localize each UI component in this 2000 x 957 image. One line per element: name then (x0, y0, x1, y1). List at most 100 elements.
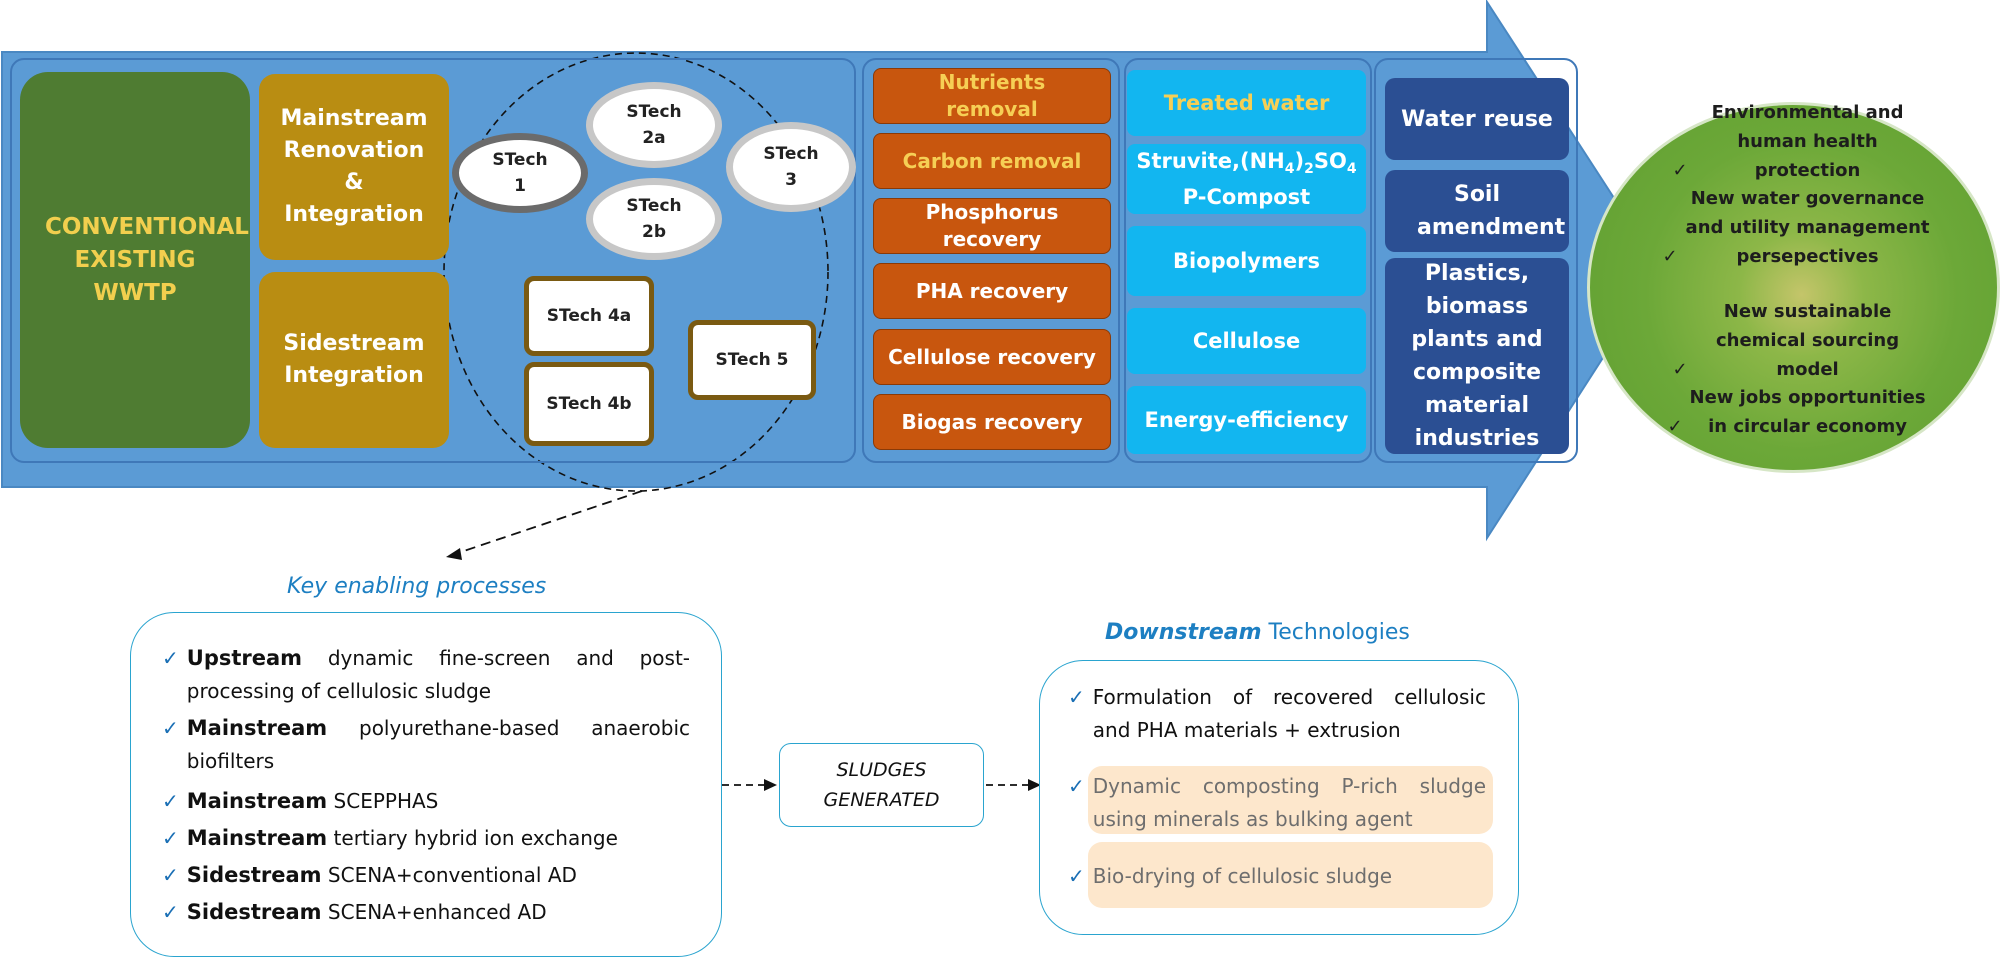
item-keyword: Mainstream (186, 826, 328, 850)
stech-3: STech 3 (726, 122, 856, 212)
downstream-highlight (1088, 766, 1493, 834)
benefit-text: New water governance and utility managem… (1685, 188, 1930, 267)
benefit-item: ✓ New water governance and utility manage… (1640, 184, 1960, 271)
benefit-item: ✓ New sustainable chemical sourcing model (1640, 297, 1960, 384)
benefit-text: New jobs opportunities in circular econo… (1689, 387, 1926, 437)
use-soil-amendment: Soil amendment (1385, 170, 1569, 252)
item-text: SCEPPHAS (333, 789, 439, 813)
stech-4a: STech 4a (524, 276, 654, 356)
key-enabling-item: ✓ Sidestream SCENA+enhanced AD (162, 896, 690, 929)
downstream-highlight (1088, 842, 1493, 908)
pcompost-label: P-Compost (1182, 185, 1311, 210)
product-treated-water: Treated water (1127, 70, 1366, 136)
process-label: Nutrients removal (938, 70, 1046, 121)
key-enabling-box (130, 612, 722, 957)
use-water-reuse: Water reuse (1385, 78, 1569, 160)
downstream-title-rest: Technologies (1268, 620, 1410, 645)
item-text: SCENA+conventional AD (327, 863, 577, 887)
sludges-line1: SLUDGES (836, 759, 927, 781)
product-biopolymers: Biopolymers (1127, 226, 1366, 296)
product-label: Treated water (1163, 91, 1330, 115)
key-enabling-item: ✓ Sidestream SCENA+conventional AD (162, 859, 690, 892)
benefits-circle (1587, 102, 2000, 473)
item-text: dynamic fine-screen and post-processing … (186, 646, 691, 703)
conventional-wwtp-block: CONVENTIONAL EXISTING WWTP (20, 72, 250, 448)
downstream-item: ✓ Bio-drying of cellulosic sludge (1068, 860, 1486, 893)
key-enabling-item: ✓ Mainstream SCEPPHAS (162, 785, 690, 818)
process-label: PHA recovery (915, 278, 1069, 303)
item-keyword: Sidestream (186, 900, 322, 924)
sludges-line2: GENERATED (823, 789, 940, 811)
sidestream-block: Sidestream Integration (259, 272, 449, 448)
stech-2a: STech 2a (586, 82, 722, 168)
downstream-title: Downstream Technologies (1105, 620, 1410, 645)
mainstream-label: Mainstream Renovation & Integration (280, 106, 428, 227)
benefit-item: ✓ Environmental and human health protecti… (1640, 98, 1960, 185)
benefit-item: ✓ New jobs opportunities in circular econ… (1640, 383, 1960, 441)
downstream-title-bold: Downstream (1105, 620, 1262, 645)
check-icon: ✓ (1662, 246, 1678, 267)
process-carbon-removal: Carbon removal (873, 133, 1111, 189)
product-struvite: Struvite,(NH4)2SO4 P-Compost (1127, 144, 1366, 214)
use-plastics: Plastics, biomass plants and composite m… (1385, 258, 1569, 454)
key-enabling-item: ✓ Mainstream polyurethane-based anaerobi… (162, 712, 690, 778)
benefit-text: Environmental and human health protectio… (1711, 102, 1904, 181)
downstream-item: ✓ Dynamic composting P-rich sludge using… (1068, 770, 1486, 836)
sludges-generated-box: SLUDGES GENERATED (779, 743, 984, 827)
check-icon: ✓ (162, 716, 179, 740)
item-text: tertiary hybrid ion exchange (333, 826, 618, 850)
check-icon: ✓ (162, 900, 179, 924)
item-text: SCENA+enhanced AD (327, 900, 547, 924)
check-icon: ✓ (162, 646, 179, 670)
use-label: Plastics, biomass plants and composite m… (1411, 261, 1543, 451)
stech-2b-label: STech 2b (626, 196, 682, 242)
stech-4b-label: STech 4b (546, 394, 632, 414)
product-label: Biopolymers (1173, 249, 1320, 273)
item-text: Dynamic composting P-rich sludge using m… (1092, 774, 1486, 831)
item-keyword: Mainstream (186, 716, 328, 740)
check-icon: ✓ (1672, 160, 1688, 181)
key-enabling-item: ✓ Mainstream tertiary hybrid ion exchange (162, 822, 690, 855)
check-icon: ✓ (162, 826, 179, 850)
process-label: Biogas recovery (901, 409, 1083, 434)
check-icon: ✓ (162, 863, 179, 887)
stech-2a-label: STech 2a (626, 102, 682, 148)
item-keyword: Sidestream (186, 863, 322, 887)
product-energy-efficiency: Energy-efficiency (1127, 386, 1366, 454)
process-label: Cellulose recovery (888, 344, 1096, 369)
process-label: Carbon removal (902, 148, 1082, 173)
mainstream-block: Mainstream Renovation & Integration (259, 74, 449, 260)
wwtp-panel (10, 58, 856, 463)
use-label: Water reuse (1401, 106, 1553, 132)
key-enabling-item: ✓ Upstream dynamic fine-screen and post-… (162, 642, 690, 708)
item-keyword: Upstream (186, 646, 303, 670)
item-text: Bio-drying of cellulosic sludge (1092, 864, 1393, 888)
stech-1-label: STech 1 (492, 150, 548, 196)
check-icon: ✓ (1068, 774, 1085, 798)
process-nutrients-removal: Nutrients removal (873, 68, 1111, 124)
stech-3-label: STech 3 (763, 144, 819, 190)
process-pha-recovery: PHA recovery (873, 263, 1111, 319)
check-icon: ✓ (162, 789, 179, 813)
process-cellulose-recovery: Cellulose recovery (873, 329, 1111, 385)
item-text: polyurethane-based anaerobic biofilters (186, 716, 690, 773)
check-icon: ✓ (1672, 359, 1688, 380)
products-panel (1124, 58, 1372, 463)
conventional-wwtp-label: CONVENTIONAL EXISTING WWTP (45, 213, 249, 306)
stech-1: STech 1 (452, 133, 588, 213)
process-label: Phosphorus recovery (925, 200, 1059, 251)
process-phosphorus-recovery: Phosphorus recovery (873, 198, 1111, 254)
check-icon: ✓ (1667, 416, 1683, 437)
stech-5: STech 5 (688, 320, 816, 400)
stech-4a-label: STech 4a (546, 306, 632, 326)
benefit-text: New sustainable chemical sourcing model (1715, 301, 1900, 380)
process-biogas-recovery: Biogas recovery (873, 394, 1111, 450)
uses-panel (1374, 58, 1578, 463)
check-icon: ✓ (1068, 864, 1085, 888)
stech-4b: STech 4b (524, 362, 654, 446)
use-label: Soil amendment (1417, 182, 1566, 240)
product-cellulose: Cellulose (1127, 308, 1366, 374)
item-keyword: Mainstream (186, 789, 328, 813)
check-icon: ✓ (1068, 685, 1085, 709)
product-label: Energy-efficiency (1144, 408, 1349, 432)
